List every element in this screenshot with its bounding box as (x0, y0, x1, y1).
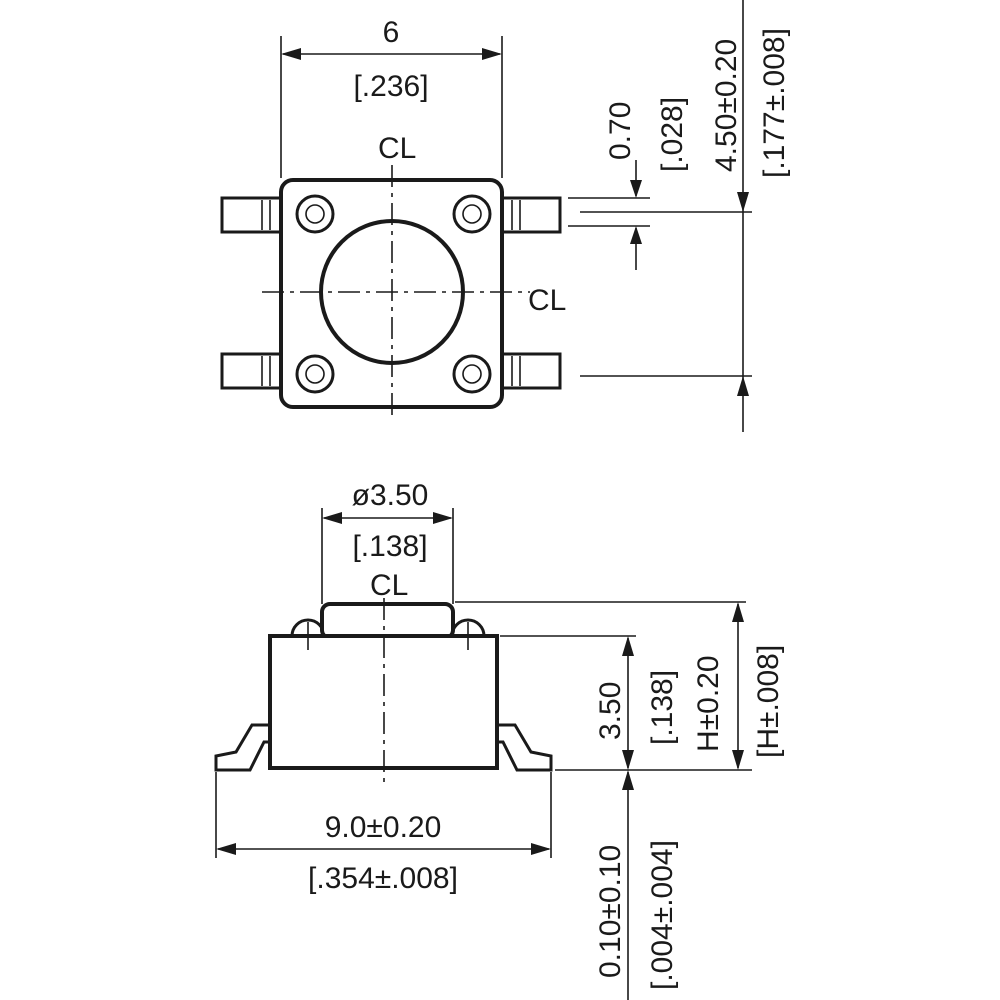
top-view-centerline-label-top: CL (378, 132, 416, 165)
side-view-length-mm: 9.0±0.20 (325, 811, 442, 844)
top-view-width-dimension: 6 [.236] (280, 16, 503, 178)
side-view-actuator-diameter-in: [.138] (352, 530, 427, 563)
side-view-body-height-dimension: 3.50 [.138] (500, 635, 752, 771)
top-view-left-upper-pin (220, 196, 284, 234)
side-view: ø3.50 [.138] CL 3.50 [.138] (214, 479, 785, 1000)
top-view-right-lower-pin (498, 352, 562, 390)
top-view-pin-pitch-dimension: 4.50±0.20 [.177±.008] (580, 0, 791, 432)
top-view-width-in: [.236] (353, 70, 428, 103)
side-view-centerline-label: CL (370, 569, 408, 602)
side-view-actuator (320, 602, 455, 640)
top-view-right-upper-pin (498, 196, 562, 234)
top-view-centerline-label-right: CL (528, 284, 566, 317)
side-view-total-height-dimension: H±0.20 [H±.008] (455, 601, 785, 770)
top-view-pin-width-dimension: 0.70 [.028] (568, 97, 689, 270)
side-view-total-height-mm: H±0.20 (692, 655, 725, 752)
side-view-body-height-in: [.138] (646, 670, 679, 745)
top-view-left-lower-pin (220, 352, 284, 390)
side-view-standoff-mm: 0.10±0.10 (594, 845, 627, 978)
side-view-body-height-mm: 3.50 (594, 682, 627, 740)
top-view: CL CL 6 [.236] 0.70 [.028] (220, 0, 791, 432)
side-view-total-height-in: [H±.008] (752, 645, 785, 758)
side-view-length-in: [.354±.008] (308, 862, 458, 895)
side-view-standoff-in: [.004±.004] (646, 840, 679, 990)
side-view-actuator-diameter-dimension: ø3.50 [.138] (321, 479, 454, 604)
side-view-left-lead (214, 723, 272, 772)
side-view-actuator-diameter-mm: ø3.50 (352, 479, 429, 512)
top-view-corner-posts (295, 194, 492, 394)
top-view-width-mm: 6 (383, 16, 400, 49)
top-view-pin-width-mm: 0.70 (604, 102, 637, 160)
side-view-standoff-dimension: 0.10±0.10 [.004±.004] (594, 770, 679, 1000)
side-view-right-lead (495, 723, 553, 772)
top-view-pin-width-in: [.028] (656, 97, 689, 172)
top-view-pin-pitch-mm: 4.50±0.20 (710, 39, 743, 172)
top-view-pin-pitch-in: [.177±.008] (758, 28, 791, 178)
side-view-length-dimension: 9.0±0.20 [.354±.008] (215, 772, 552, 895)
